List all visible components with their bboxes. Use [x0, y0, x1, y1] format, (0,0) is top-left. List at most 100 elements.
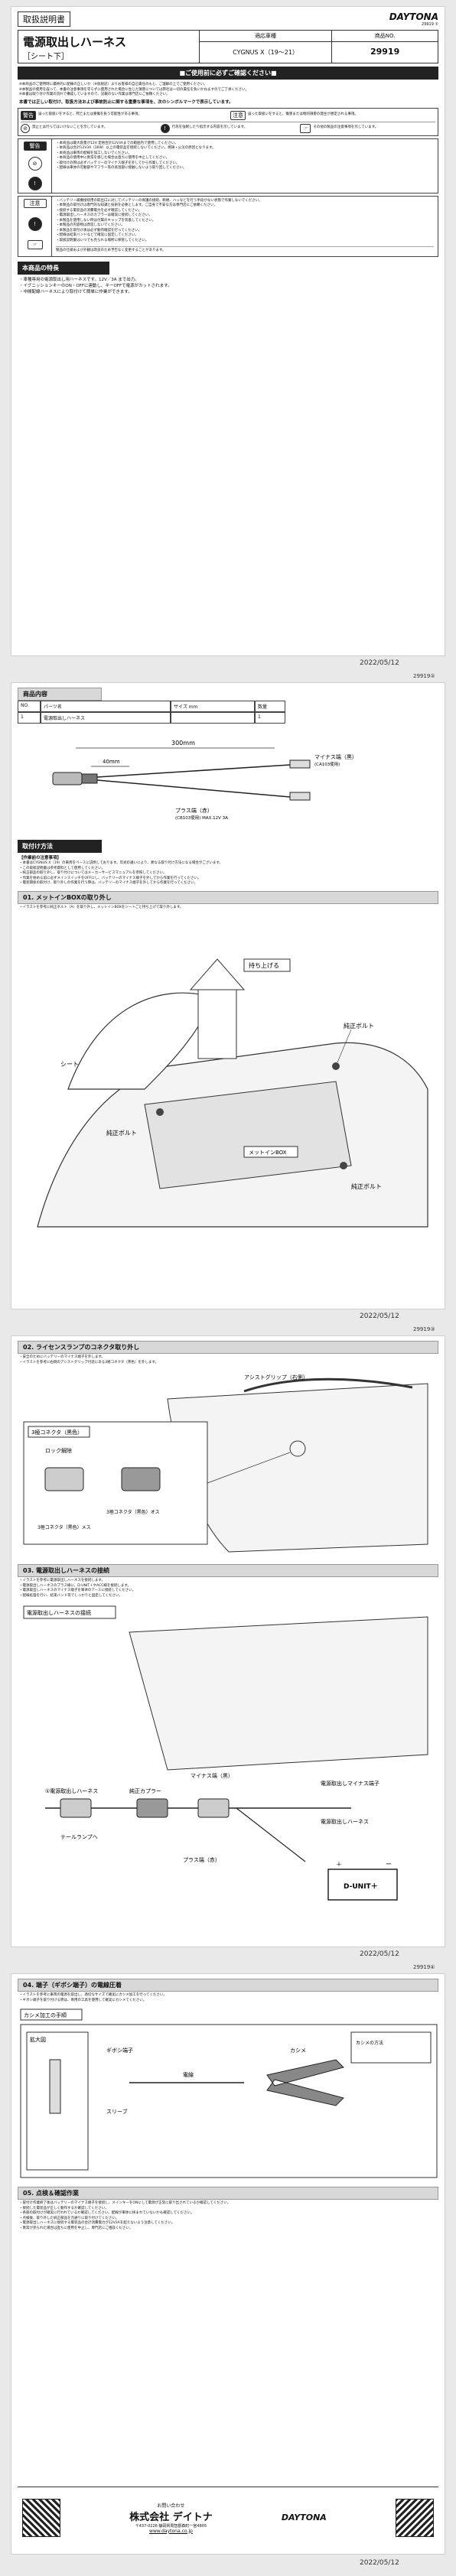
dim-a-label: 40mm	[103, 759, 120, 765]
intro-line: ※本製品の使用を誤って、本書の注意事項を守らずに使用された場合に生じた損害につい…	[19, 87, 249, 92]
callout-box	[23, 1605, 116, 1619]
page-code: 29919③	[413, 1326, 435, 1332]
step-04-title: 04. 端子（ギボシ端子）の電線圧着	[18, 1979, 438, 1992]
install-prep-item: ・電装関係の取付け、取り外しの作業を行う際は、バッテリーのマイナス端子を外してか…	[19, 881, 198, 885]
page-date: 2022/05/12	[360, 2559, 399, 2567]
qr-code-icon	[395, 2498, 434, 2537]
wire-red	[236, 1807, 306, 1862]
symbol-desc: その他の製品の注意事項を示しています。	[313, 125, 379, 130]
caution-item: ・本製品を取付け後は必ず動作確認を行ってください。	[56, 228, 142, 233]
callout-label: 電源取出しハーネスの接続	[27, 1609, 91, 1616]
step-03-title: 03. 電源取出しハーネスの接続	[18, 1564, 438, 1577]
contents-cell	[171, 712, 255, 724]
minus-label: マイナス端（黒）	[314, 753, 357, 760]
wire-red	[96, 779, 291, 798]
warning-icon: 警告	[21, 110, 36, 120]
lift-arrow-shaft	[197, 989, 237, 1059]
callout-label: ①電源取出しハーネス	[45, 1787, 98, 1794]
other-icon: ☞	[27, 239, 43, 249]
model-label: 適応車種	[199, 31, 332, 42]
step-03-desc: ・配線処理を行い、結束バンド等でしっかりと固定してください。	[19, 1593, 122, 1598]
warning-item: ・配線は車体の可動部やマフラー等の高温部に接触しないよう取り回してください。	[56, 166, 187, 170]
page-2: 商品内容 NO. パーツ名 サイズ mm 数量 1 電源取出しハーネス 1 30…	[11, 682, 445, 1309]
callout-box	[243, 958, 291, 972]
callout-label: 純正カプラー	[129, 1787, 161, 1794]
other-icon: ☞	[300, 123, 311, 133]
callout-label: シート	[60, 1061, 79, 1068]
minus-model: (CA103使用)	[314, 761, 340, 767]
page-4: 04. 端子（ギボシ端子）の電線圧着 ・イラストを参考に車両の電源を取出し、適切…	[11, 1973, 445, 2555]
install-prep-item: ・本書はCYGNUS X（19）の車両をベースに説明しております。年式の違いによ…	[19, 861, 223, 865]
step-05-item: ・点検後、取り外した純正部品を元通りに取り付けてください。	[19, 2216, 119, 2220]
coupler-collar	[81, 773, 98, 784]
company-footer: お問い合わせ 株式会社 デイトナ 〒437-0226 静岡県周智郡森町一宮480…	[18, 2487, 438, 2548]
callout-label: 純正ボルト	[344, 1022, 374, 1029]
contents-header: パーツ名	[41, 701, 171, 712]
plus-spec: (CB103使用) MAX.12V 3A	[175, 815, 228, 821]
footer-brand-logo: DAYTONA	[281, 2513, 327, 2522]
qr-code-icon	[22, 2498, 60, 2537]
callout-label: 持ち上げる	[249, 961, 279, 969]
procedure-frame	[20, 2024, 438, 2178]
callout-label: カシメ加工の手順	[24, 2012, 67, 2018]
company-url[interactable]: www.daytona.co.jp	[149, 2528, 193, 2534]
warning-item: ・取付けの際は必ずバッテリーのマイナス端子を外してから作業してください。	[56, 161, 180, 165]
coupler-1	[60, 1798, 92, 1818]
product-no: 29919	[370, 47, 400, 57]
install-prep-title: 【作業前の注意事項】	[19, 856, 62, 860]
page-code: 29919④	[413, 1964, 435, 1970]
intro-line: ※本商品のご使用時に最終的に配線の正しいか（※仮組記）よりお客様の自己責任のもと…	[19, 83, 207, 86]
instruction-icon: !	[160, 123, 170, 133]
step-03-illustration: 電源取出しハーネスの接続 ①電源取出しハーネス 純正カプラー テールランプへ マ…	[23, 1605, 428, 1901]
callout-label: 3極コネクタ（黒色）	[31, 1429, 83, 1436]
symbol-desc: 誤った取扱いをすると、傷害または物的損害の発生が想定される事項。	[248, 112, 358, 117]
step-02-desc: ・イラストを参考に右側のアシストグリップ付近にある3極コネクタ（茶色）を外します…	[19, 1360, 158, 1364]
callout-label: 電線	[183, 2071, 194, 2078]
important-note: 本書では正しい取付け、取扱方法および事故防止に関する重要な事項を、次のシンボルマ…	[19, 99, 233, 105]
rear-body	[129, 1616, 428, 1771]
install-title: 取付け方法	[18, 840, 102, 853]
contents-title: 商品内容	[18, 688, 102, 701]
doc-type-label: 取扱説明書	[18, 11, 70, 27]
caution-item: ・電源取出しハーネスのカプラーは確実に接続してください。	[56, 213, 152, 217]
warning-banner: ■ご使用前に必ずご確認ください■	[18, 67, 438, 80]
callout-label: 純正ボルト	[351, 1182, 382, 1190]
step-05-item: ・各部の取付けが確実に行われているか確認してください。配線が車体に挟まれていない…	[19, 2211, 194, 2215]
feature-item: ・イグニッションキーのON・OFFに連動し、キーOFFで電源がカットされます。	[19, 283, 172, 288]
callout-label: 拡大図	[30, 2036, 46, 2043]
step-04-illustration: カシメ加工の手順 拡大図 ギボシ端子 スリーブ 電線 カシメ カシメの方法	[20, 2008, 438, 2178]
caution-icon: 注意	[23, 198, 47, 208]
callout-label: スリーブ	[106, 2108, 128, 2115]
features-title: 本商品の特長	[18, 261, 109, 275]
callout-label: 電源取出しハーネス	[321, 1818, 369, 1825]
bolt-marker	[340, 1162, 347, 1169]
crimp-tool	[266, 2059, 344, 2106]
contact-label: お問い合わせ	[157, 2503, 185, 2509]
note-box	[350, 2031, 432, 2064]
coupler-2	[136, 1798, 168, 1818]
d-unit-box	[327, 1869, 398, 1901]
step-01-title: 01. メットインBOXの取り外し	[18, 890, 438, 904]
step-05-item: ・取付け作業終了後はバッテリーのマイナス端子を接続し、メインキーをONにして電源…	[19, 2201, 231, 2205]
page-date: 2022/05/12	[360, 1950, 399, 1958]
step-05-item: ・接続した電装品が正しく動作するか確認してください。	[19, 2206, 109, 2210]
warning-item: ・本商品は最大容量が12V 定格合計12V3Aまでの範囲内で使用してください。	[56, 141, 178, 145]
callout-label: 純正ボルト	[106, 1129, 137, 1137]
step-05-title: 05. 点検＆確認作業	[18, 2187, 438, 2200]
instruction-icon: !	[28, 216, 42, 231]
warning-item: ・本商品の使用中に異常を感じた場合は直ちに使用を中止してください。	[56, 156, 170, 160]
step-04-desc: ・イラストを参考に車両の電源を取出し、適切なサイズで確実にカシメ加工を行ってくだ…	[19, 1993, 167, 1997]
step-03-desc: ・イラストを参考に電源取出しハーネスを接続します。	[19, 1579, 105, 1582]
prohibit-icon: ⊘	[21, 123, 30, 133]
symbol-desc: 誤った取扱いをすると、死亡または重傷を負う可能性がある事項。	[38, 112, 142, 117]
callout-label: マイナス端（黒）	[191, 1772, 233, 1779]
callout-label: 3極コネクタ（黒色）オス	[106, 1509, 160, 1515]
callout-label: ギボシ端子	[106, 2047, 133, 2054]
dim-total-label: 300mm	[171, 740, 195, 746]
assist-grip	[243, 1377, 413, 1393]
caution-item: ・配線は結束バンドなどで確実に固定してください。	[56, 233, 138, 237]
contents-cell: 1	[18, 712, 41, 724]
caution-item: ・本製品の内容物は改造しないでください。	[56, 223, 125, 227]
step-04-desc: ・ギボシ端子を取り付ける際は、専用の工具を使用して確実にカシメてください。	[19, 1998, 147, 2002]
page-title: 電源取出しハーネス	[23, 35, 127, 49]
